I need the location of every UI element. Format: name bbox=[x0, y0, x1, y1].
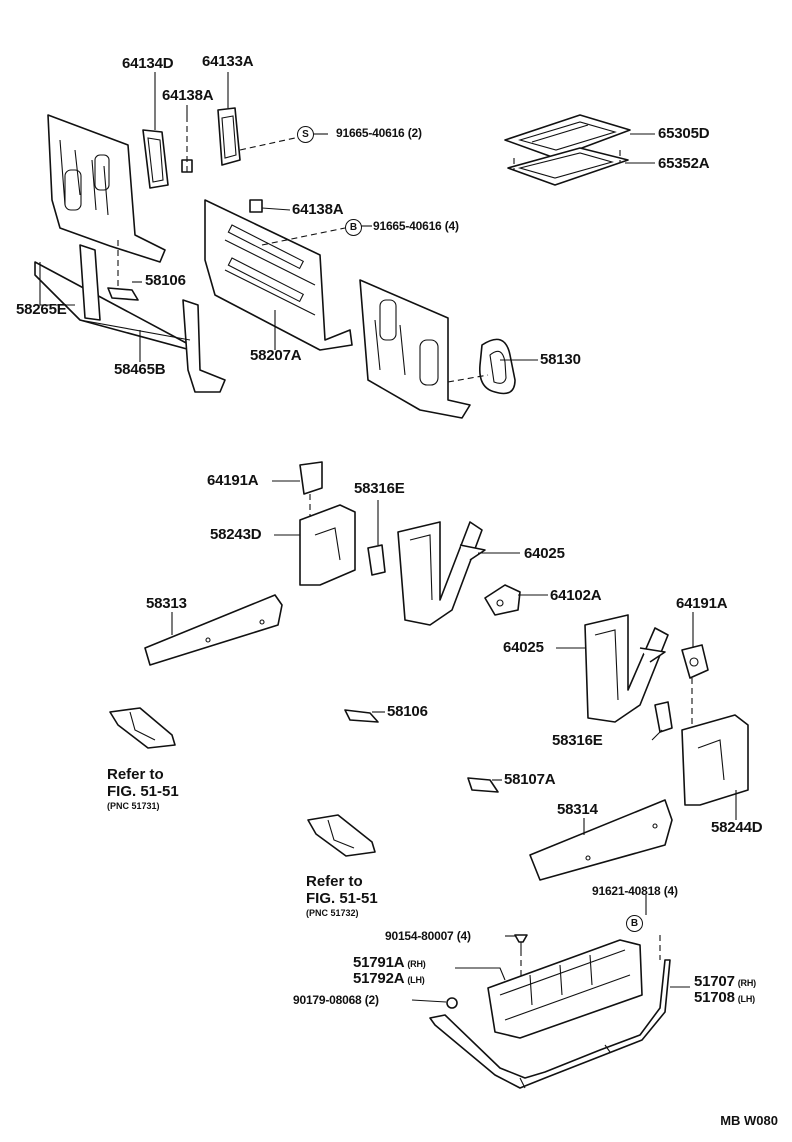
frame-65305D bbox=[504, 114, 631, 159]
bracket-58106-top bbox=[107, 287, 139, 301]
label-51791A: 51791A(RH) bbox=[353, 954, 426, 971]
screw-90154 bbox=[514, 934, 528, 950]
right-side-panel bbox=[359, 279, 471, 419]
hinge-64102A bbox=[484, 584, 521, 616]
label-58106-top: 58106 bbox=[145, 272, 186, 289]
panel-64134D bbox=[142, 129, 169, 189]
bracket-58244D bbox=[681, 714, 749, 806]
seal-65352A bbox=[507, 147, 629, 186]
label-58106-mid: 58106 bbox=[387, 703, 428, 720]
member-58314 bbox=[529, 799, 673, 881]
label-58130: 58130 bbox=[540, 351, 581, 368]
label-64191A-right: 64191A bbox=[676, 595, 728, 612]
crossmember-58465B bbox=[34, 244, 226, 393]
leader-lines bbox=[39, 72, 737, 1003]
symbol-b-mid: B bbox=[345, 219, 362, 236]
clip-ref-51732 bbox=[307, 814, 376, 857]
label-64134D: 64134D bbox=[122, 55, 174, 72]
label-91665-4: 91665-40616 (4) bbox=[373, 219, 459, 233]
label-58265E: 58265E bbox=[16, 301, 67, 318]
pillar-64025-right bbox=[584, 614, 669, 723]
label-58243D: 58243D bbox=[210, 526, 262, 543]
plate-64138A-mid bbox=[249, 199, 263, 213]
label-58107A: 58107A bbox=[504, 771, 556, 788]
left-side-panel bbox=[47, 114, 166, 263]
label-58316E-top: 58316E bbox=[354, 480, 405, 497]
label-64191A-left: 64191A bbox=[207, 472, 259, 489]
label-64102A: 64102A bbox=[550, 587, 602, 604]
symbol-s: S bbox=[297, 126, 314, 143]
plate-58316E-top bbox=[367, 544, 386, 576]
gusset-64191A-right bbox=[681, 644, 709, 679]
panel-64133A bbox=[217, 107, 241, 166]
rear-panel-58207A bbox=[204, 199, 353, 351]
symbol-b-bottom: B bbox=[626, 915, 643, 932]
label-90154: 90154-80007 (4) bbox=[385, 929, 471, 943]
pillar-64025-top bbox=[397, 521, 486, 626]
label-51707: 51707(RH) bbox=[694, 973, 756, 990]
refer-to-fig-51731: Refer to FIG. 51-51 (PNC 51731) bbox=[107, 766, 179, 811]
label-64138A-top: 64138A bbox=[162, 87, 214, 104]
label-91665-2: 91665-40616 (2) bbox=[336, 126, 422, 140]
label-90179: 90179-08068 (2) bbox=[293, 993, 379, 1007]
holder-51707 bbox=[429, 959, 671, 1089]
member-58313 bbox=[144, 594, 283, 666]
nut-90179 bbox=[446, 997, 458, 1009]
plate-58316E-right bbox=[654, 701, 673, 733]
tray-51791A bbox=[487, 939, 643, 1039]
label-65352A: 65352A bbox=[658, 155, 710, 172]
bracket-58106-mid bbox=[344, 709, 379, 723]
bracket-58243D bbox=[299, 504, 356, 586]
label-58465B: 58465B bbox=[114, 361, 166, 378]
label-58314: 58314 bbox=[557, 801, 598, 818]
label-64025-right: 64025 bbox=[503, 639, 544, 656]
label-51708: 51708(LH) bbox=[694, 989, 755, 1006]
gusset-64191A-left bbox=[299, 461, 323, 495]
label-58207A: 58207A bbox=[250, 347, 302, 364]
label-64025-top: 64025 bbox=[524, 545, 565, 562]
pad-58130 bbox=[478, 338, 516, 395]
label-65305D: 65305D bbox=[658, 125, 710, 142]
label-58244D: 58244D bbox=[711, 819, 763, 836]
label-51792A: 51792A(LH) bbox=[353, 970, 425, 987]
label-64133A: 64133A bbox=[202, 53, 254, 70]
bracket-58107A bbox=[467, 777, 499, 793]
label-91621: 91621-40818 (4) bbox=[592, 884, 678, 898]
label-64138A-mid: 64138A bbox=[292, 201, 344, 218]
diagram-code: MB W080 bbox=[720, 1113, 778, 1128]
clip-ref-51731 bbox=[109, 707, 176, 749]
label-58316E-right: 58316E bbox=[552, 732, 603, 749]
label-58313: 58313 bbox=[146, 595, 187, 612]
refer-to-fig-51732: Refer to FIG. 51-51 (PNC 51732) bbox=[306, 873, 378, 918]
